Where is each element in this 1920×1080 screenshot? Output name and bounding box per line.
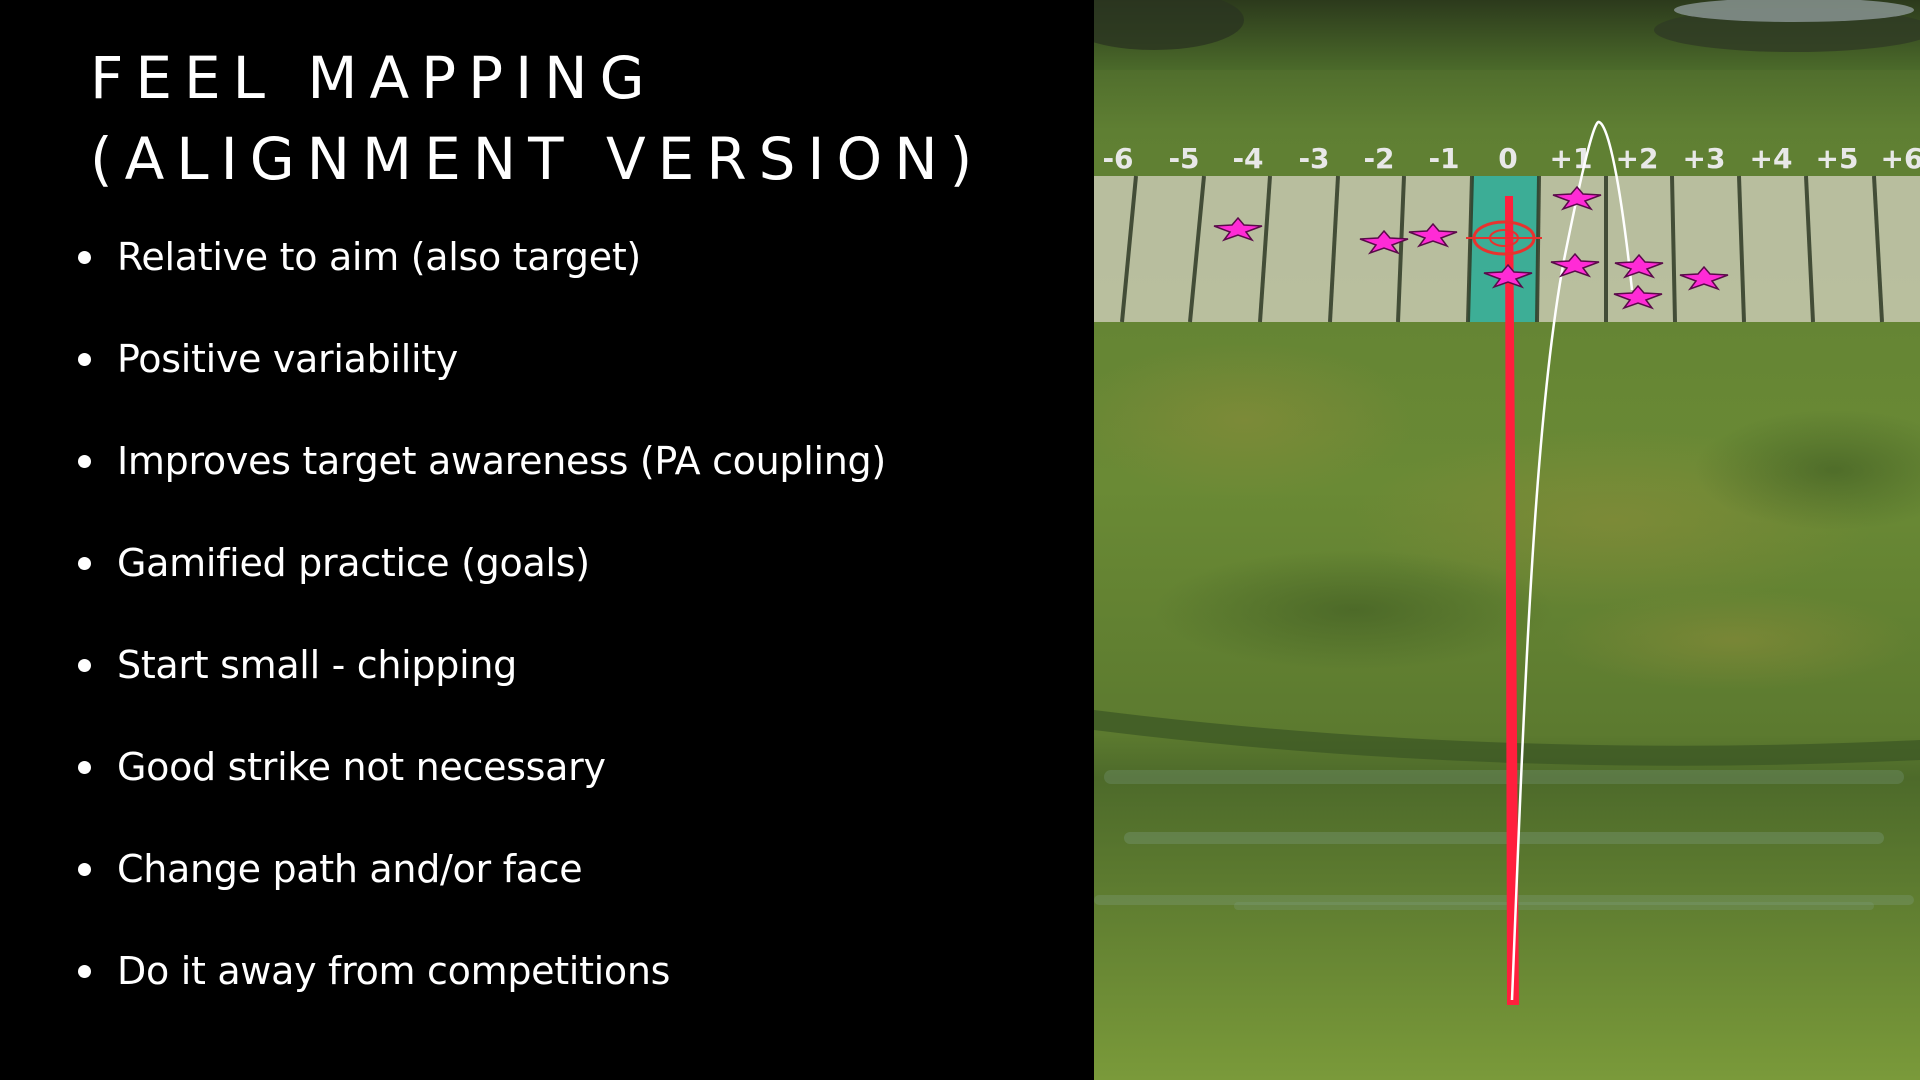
bullet-dot-icon — [78, 455, 91, 468]
zone-label: +5 — [1816, 142, 1859, 175]
shot-marker-icon — [1679, 265, 1729, 291]
zone-label: -2 — [1363, 142, 1394, 175]
zone-label: +4 — [1750, 142, 1793, 175]
grass-patch — [1554, 590, 1914, 690]
bullet-text: Gamified practice (goals) — [117, 541, 590, 585]
slide-title: FEEL MAPPING (ALIGNMENT VERSION) — [90, 38, 1080, 200]
bullet-item: Relative to aim (also target) — [0, 226, 1090, 286]
bullet-item: Change path and/or face — [0, 838, 1090, 898]
zone-label: -1 — [1428, 142, 1459, 175]
fairway-edge — [1094, 710, 1920, 766]
zone-label: -3 — [1298, 142, 1329, 175]
driving-range-scene: -6 -5 -4 -3 -2 -1 0 +1 +2 +3 +4 +5 +6 — [1094, 0, 1920, 1080]
bullet-item: Do it away from competitions — [0, 940, 1090, 1000]
bullet-item: Gamified practice (goals) — [0, 532, 1090, 592]
zone-label: +3 — [1683, 142, 1726, 175]
divot-strips — [1094, 770, 1914, 910]
zone-label: +6 — [1881, 142, 1920, 175]
bullet-item: Start small - chipping — [0, 634, 1090, 694]
zone-label: -6 — [1102, 142, 1133, 175]
bullet-item: Improves target awareness (PA coupling) — [0, 430, 1090, 490]
zone-label: -5 — [1168, 142, 1199, 175]
shot-marker-icon — [1408, 222, 1458, 248]
target-crosshair-icon — [1466, 220, 1542, 256]
bullet-dot-icon — [78, 353, 91, 366]
shot-marker-icon — [1552, 185, 1602, 211]
shot-marker-icon — [1483, 263, 1533, 289]
slide-title-line-2: (ALIGNMENT VERSION) — [90, 125, 985, 193]
distant-water — [1674, 0, 1914, 22]
bullet-dot-icon — [78, 965, 91, 978]
grass-patch — [1094, 340, 1414, 500]
bullet-text: Do it away from competitions — [117, 949, 671, 993]
zone-label: +2 — [1616, 142, 1659, 175]
bullet-text: Positive variability — [117, 337, 458, 381]
shot-marker-icon — [1614, 253, 1664, 279]
bullet-dot-icon — [78, 659, 91, 672]
bullet-text: Relative to aim (also target) — [117, 235, 641, 279]
zone-label: 0 — [1498, 142, 1517, 175]
shot-marker-icon — [1213, 216, 1263, 242]
bullet-text: Start small - chipping — [117, 643, 517, 687]
aim-line — [1505, 196, 1519, 1005]
bullet-text: Improves target awareness (PA coupling) — [117, 439, 886, 483]
zone-label: -4 — [1232, 142, 1263, 175]
bullet-dot-icon — [78, 761, 91, 774]
bullet-item: Positive variability — [0, 328, 1090, 388]
ball-flight-path — [1510, 120, 1634, 1001]
bullet-dot-icon — [78, 557, 91, 570]
bullet-text: Change path and/or face — [117, 847, 583, 891]
bullet-dot-icon — [78, 863, 91, 876]
shot-marker-icon — [1359, 229, 1409, 255]
alignment-zones — [1094, 175, 1920, 323]
grass-patch — [1694, 410, 1920, 530]
tree-line — [1094, 0, 1244, 50]
driving-range-video: -6 -5 -4 -3 -2 -1 0 +1 +2 +3 +4 +5 +6 — [1094, 0, 1920, 1080]
grass-patch — [1154, 550, 1554, 670]
bullet-item: Good strike not necessary — [0, 736, 1090, 796]
slide-text-panel: FEEL MAPPING (ALIGNMENT VERSION) Relativ… — [0, 38, 1090, 1000]
shot-marker-icon — [1613, 284, 1663, 310]
zone-labels: -6 -5 -4 -3 -2 -1 0 +1 +2 +3 +4 +5 +6 — [1102, 142, 1920, 175]
bullet-text: Good strike not necessary — [117, 745, 606, 789]
shot-markers — [1213, 185, 1729, 310]
bullet-dot-icon — [78, 251, 91, 264]
shot-marker-icon — [1550, 252, 1600, 278]
slide-title-line-1: FEEL MAPPING — [90, 44, 657, 112]
